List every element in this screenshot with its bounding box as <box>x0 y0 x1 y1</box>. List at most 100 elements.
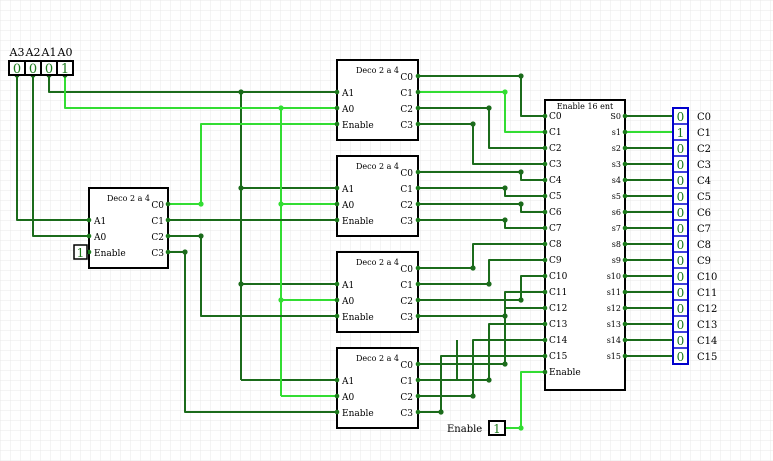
input-label-a2: A2 <box>25 46 41 59</box>
block-label-c8: C8 <box>549 240 562 250</box>
sub-decoder-1-label-enable: Enable <box>342 121 374 131</box>
block-label-out-s7: s7 <box>612 224 621 233</box>
bus-junction <box>518 73 524 79</box>
block-pin-c12 <box>542 305 548 311</box>
sub-decoder-3-label-c3: C3 <box>400 313 413 323</box>
input-label-a3: A3 <box>9 46 25 59</box>
sub-decoder-1-label-a1: A1 <box>341 89 354 99</box>
sub-decoder-1-pin-enable <box>334 121 340 127</box>
sub-decoder-2-pin-enable <box>334 217 340 223</box>
wires-layer <box>14 72 673 431</box>
wire-sub-c14 <box>418 339 545 397</box>
wire-main-c2 <box>168 235 337 317</box>
bus-junction <box>518 297 524 303</box>
block-label-out-s12: s12 <box>607 304 621 313</box>
wire-a3 <box>16 75 89 221</box>
main-decoder-pin-c0 <box>165 201 171 207</box>
block-label-c3: C3 <box>549 160 562 170</box>
block-pin-c10 <box>542 273 548 279</box>
bus-junction <box>470 265 476 271</box>
enable-toggle-value: 1 <box>493 422 501 436</box>
sub-decoder-4-label-c1: C1 <box>400 377 413 387</box>
a1-junction <box>238 281 244 287</box>
main-decoder-pin-c2 <box>165 233 171 239</box>
output-label-c13: C13 <box>697 320 717 331</box>
sub-decoder-3-title: Deco 2 a 4 <box>356 258 399 267</box>
block-pin-c6 <box>542 209 548 215</box>
output-led-value: 0 <box>677 270 685 284</box>
sub-decoder-3-label-a0: A0 <box>341 297 354 307</box>
input-toggle-a0[interactable] <box>56 60 74 76</box>
sub-decoder-1-pin-c0 <box>415 73 421 79</box>
a1-junction <box>238 185 244 191</box>
block-label-out-s14: s14 <box>607 336 621 345</box>
block-pin-out-s3 <box>622 161 628 167</box>
block-label-c7: C7 <box>549 224 562 234</box>
block-pin-out-s12 <box>622 305 628 311</box>
output-label-c10: C10 <box>697 272 717 283</box>
main-enable-constant[interactable] <box>73 244 88 260</box>
sub-decoder-4-label-c2: C2 <box>400 393 413 403</box>
sub-decoder-1-label-c2: C2 <box>400 105 413 115</box>
wire-sub-c1 <box>418 91 545 133</box>
output-label-c15: C15 <box>697 352 717 363</box>
bus-junction <box>470 121 476 127</box>
sub-decoder-1-pin-c3 <box>415 121 421 127</box>
block-label-c6: C6 <box>549 208 562 218</box>
output-label-c14: C14 <box>697 336 717 347</box>
sub-decoder-1-pin-c2 <box>415 105 421 111</box>
wire-sub-c0 <box>418 75 545 117</box>
sub-decoder-3-label-c2: C2 <box>400 297 413 307</box>
output-led-value: 0 <box>677 350 685 364</box>
bus-junction <box>486 281 492 287</box>
sub-decoder-4-pin-c2 <box>415 393 421 399</box>
wire-sub-c4 <box>418 171 545 181</box>
block-label-c14: C14 <box>549 336 568 346</box>
input-label-a1: A1 <box>41 46 57 59</box>
sub-decoder-4-label-c3: C3 <box>400 409 413 419</box>
sub-decoder-4-pin-c3 <box>415 409 421 415</box>
sub-decoder-1-label-a0: A0 <box>341 105 354 115</box>
block-pin-out-s4 <box>622 177 628 183</box>
sub-decoder-2-label-c0: C0 <box>400 169 413 179</box>
sub-decoder-4-pin-c1 <box>415 377 421 383</box>
wire-sub-c5 <box>418 187 545 197</box>
input-value-a2: 0 <box>29 62 37 77</box>
output-led-value: 0 <box>677 142 685 156</box>
bus-junction <box>438 409 444 415</box>
block-pin-c0 <box>542 113 548 119</box>
enable-16-block-title: Enable 16 ent <box>557 102 614 111</box>
block-label-c11: C11 <box>549 288 567 298</box>
block-pin-out-s10 <box>622 273 628 279</box>
a1-junction <box>238 89 244 95</box>
sub-decoder-1-body <box>336 59 419 141</box>
block-pin-c5 <box>542 193 548 199</box>
sub-decoder-2-label-c2: C2 <box>400 201 413 211</box>
a0-junction <box>278 297 284 303</box>
enable-toggle[interactable] <box>488 420 506 436</box>
block-pin-out-s8 <box>622 241 628 247</box>
output-led-value: 0 <box>677 302 685 316</box>
output-label-c4: C4 <box>697 176 711 187</box>
block-label-out-s9: s9 <box>612 256 621 265</box>
bus-junction <box>502 185 508 191</box>
main-decoder-label-enable: Enable <box>94 249 126 259</box>
sub-decoder-2-pin-c2 <box>415 201 421 207</box>
sub-decoder-4-title: Deco 2 a 4 <box>356 354 399 363</box>
main-decoder-label-a1: A1 <box>93 217 106 227</box>
block-label-out-s1: s1 <box>612 128 621 137</box>
output-led-value: 0 <box>677 238 685 252</box>
main-decoder-label-c3: C3 <box>151 249 164 259</box>
wire-sub-c10 <box>418 275 545 301</box>
block-label-c1: C1 <box>549 128 562 138</box>
block-pin-c2 <box>542 145 548 151</box>
block-pin-out-s0 <box>622 113 628 119</box>
main-decoder-label-c2: C2 <box>151 233 164 243</box>
c0-junction <box>198 201 204 207</box>
sub-decoder-2-pin-a0 <box>334 201 340 207</box>
sub-decoder-1-pin-a1 <box>334 89 340 95</box>
